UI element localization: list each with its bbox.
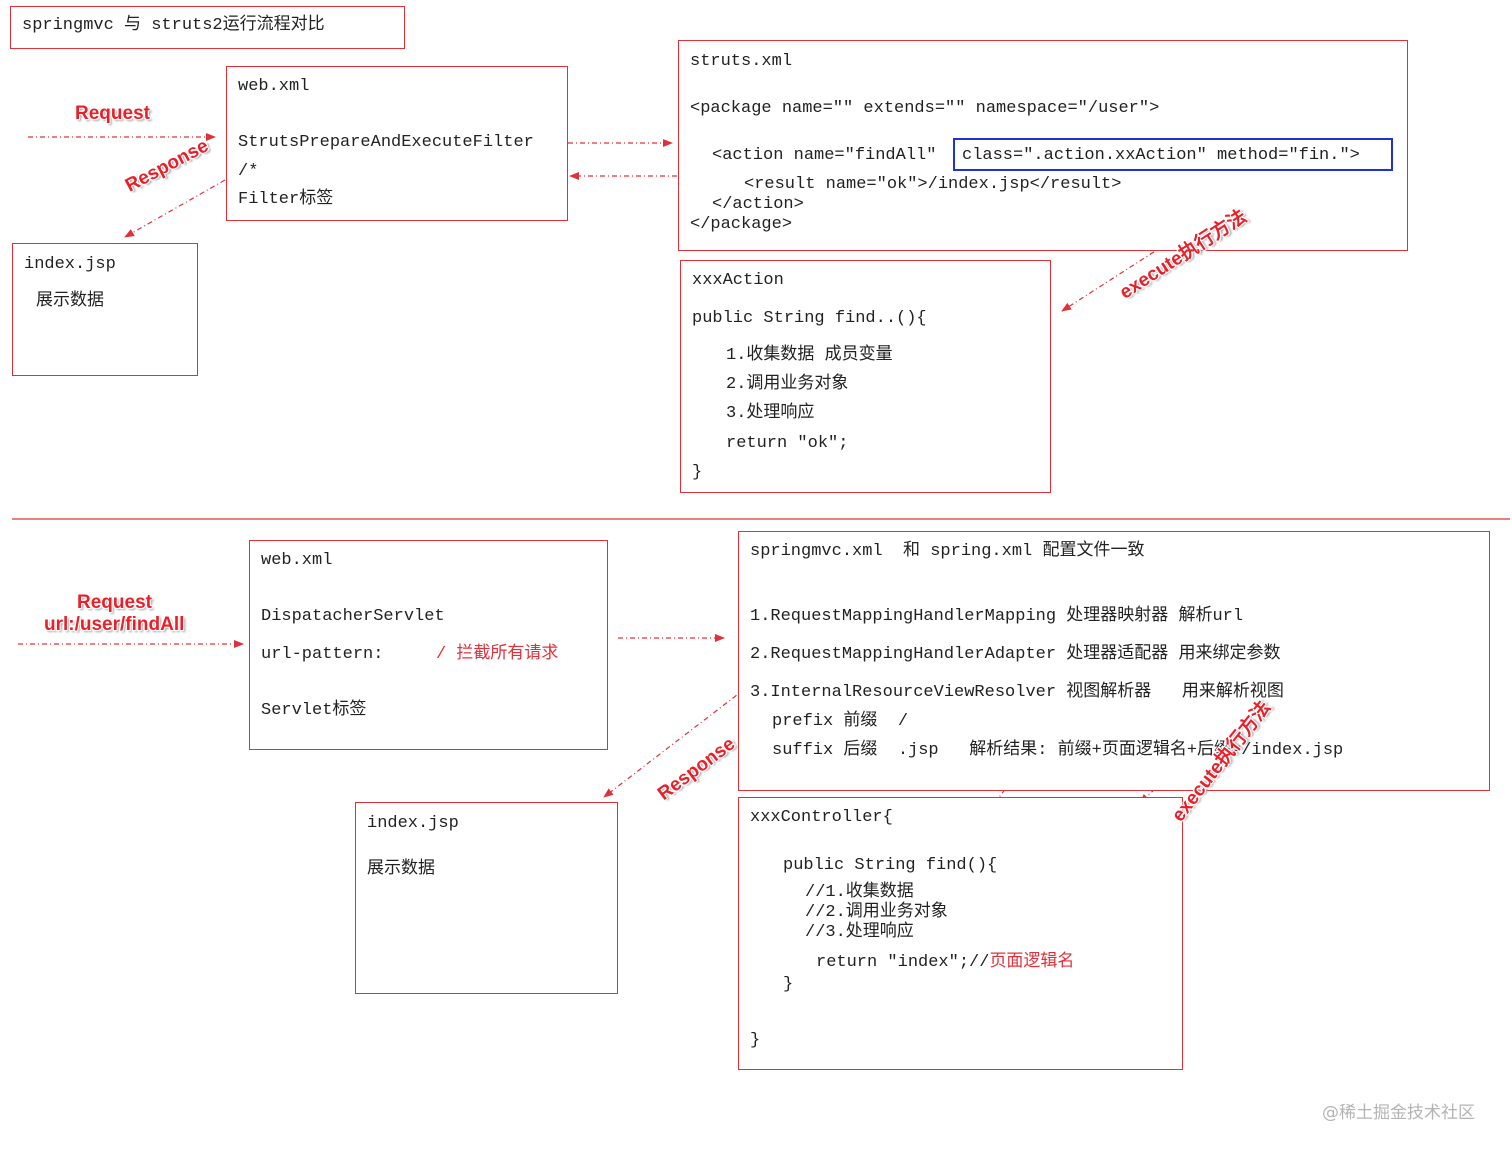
- mvc-return-code: return "index";//: [816, 953, 990, 972]
- struts-action-step3: 3.处理响应: [726, 404, 815, 423]
- struts-action-class-highlight: [953, 138, 1393, 171]
- struts-xml-title: struts.xml: [690, 52, 793, 71]
- struts-filter-tag: Filter标签: [238, 190, 334, 209]
- struts-action-title: xxxAction: [692, 271, 784, 290]
- mvc-config-box: [738, 531, 1490, 791]
- mvc-controller-box: [738, 797, 1183, 1070]
- struts-package-open: <package name="" extends="" namespace="/…: [690, 99, 1160, 118]
- struts-action-class: class=".action.xxAction" method="fin.">: [962, 146, 1360, 165]
- mvc-config-prefix: prefix 前缀 /: [772, 712, 909, 731]
- struts-action-method: public String find..(){: [692, 309, 927, 328]
- mvc-index-box: [355, 802, 618, 994]
- mvc-controller-comment2: //2.调用业务对象: [805, 903, 948, 922]
- struts-index-text: 展示数据: [36, 292, 104, 311]
- watermark: @稀土掘金技术社区: [1322, 1103, 1475, 1123]
- struts-index-box: [12, 243, 198, 376]
- mvc-pattern-key: url-pattern:: [261, 645, 384, 664]
- struts-package-close: </package>: [690, 215, 793, 234]
- struts-filter-name: StrutsPrepareAndExecuteFilter: [238, 133, 534, 152]
- mvc-config-line2: 2.RequestMappingHandlerAdapter 处理器适配器 用来…: [750, 645, 1281, 664]
- struts-webxml-title: web.xml: [238, 77, 310, 96]
- struts-request-label: Request: [75, 103, 150, 124]
- struts-xml-box: [678, 40, 1408, 251]
- diagram-title-box: [10, 6, 405, 49]
- mvc-controller-comment1: //1.收集数据: [805, 883, 914, 902]
- mvc-config-title: springmvc.xml 和 spring.xml 配置文件一致: [750, 542, 1145, 561]
- struts-filter-pattern: /*: [238, 162, 259, 181]
- struts-action-box: [680, 260, 1051, 493]
- mvc-method-close-brace: }: [783, 975, 794, 994]
- mvc-controller-return: return "index";//页面逻辑名: [816, 953, 1074, 973]
- struts-action-step2: 2.调用业务对象: [726, 375, 849, 394]
- mvc-webxml-title: web.xml: [261, 551, 333, 570]
- struts-webxml-box: [226, 66, 568, 221]
- struts-action-step1: 1.收集数据 成员变量: [726, 346, 893, 365]
- mvc-servlet-tag: Servlet标签: [261, 701, 367, 720]
- struts-result: <result name="ok">/index.jsp</result>: [744, 175, 1122, 194]
- mvc-index-title: index.jsp: [367, 814, 459, 833]
- mvc-index-text: 展示数据: [367, 860, 435, 879]
- mvc-controller-method: public String find(){: [783, 856, 998, 875]
- mvc-pattern-value: / 拦截所有请求: [436, 645, 559, 664]
- struts-index-title: index.jsp: [24, 255, 116, 274]
- mvc-webxml-box: [249, 540, 608, 750]
- mvc-class-close-brace: }: [750, 1031, 761, 1050]
- mvc-request-label: Request: [77, 592, 152, 613]
- struts-action-close: </action>: [712, 195, 804, 214]
- mvc-controller-comment3: //3.处理响应: [805, 923, 914, 942]
- struts-action-start: <action name="findAll": [712, 146, 937, 165]
- mvc-return-note: 页面逻辑名: [989, 953, 1075, 972]
- mvc-config-line1: 1.RequestMappingHandlerMapping 处理器映射器 解析…: [750, 607, 1244, 626]
- mvc-config-suffix: suffix 后缀 .jsp 解析结果: 前缀+页面逻辑名+后缀=/index.…: [772, 741, 1344, 760]
- struts-action-return: return "ok";: [726, 434, 849, 453]
- mvc-request-url: url:/user/findAll: [44, 614, 185, 635]
- mvc-controller-title: xxxController{: [750, 808, 893, 827]
- diagram-title: springmvc 与 struts2运行流程对比: [22, 16, 325, 35]
- struts-action-close-brace: }: [692, 463, 703, 482]
- mvc-servlet-name: DispatacherServlet: [261, 607, 445, 626]
- mvc-config-line3: 3.InternalResourceViewResolver 视图解析器 用来解…: [750, 683, 1284, 702]
